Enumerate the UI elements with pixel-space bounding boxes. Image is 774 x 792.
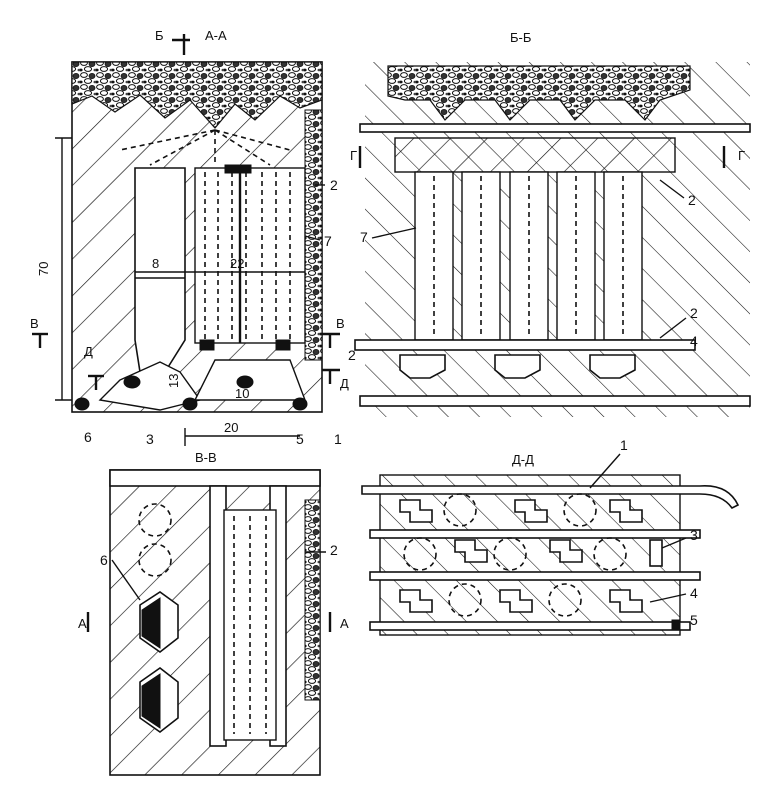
callout-4-dd: 4 (690, 585, 698, 601)
cut-mark-v-right: В (336, 316, 345, 331)
callout-6-aa: 6 (84, 429, 92, 445)
dim-width-22: 22 (185, 256, 305, 273)
top-drift-vv (109, 469, 321, 487)
callout-3-aa: 3 (146, 431, 154, 447)
section-title-bb: Б-Б (510, 30, 531, 45)
callout-2-aa-top: 2 (330, 177, 338, 193)
section-v-v: В-В А А 6 2 (78, 450, 349, 776)
cut-mark-d-left: Д (84, 344, 93, 359)
drift-dd-1 (369, 529, 701, 539)
drift-dd-2 (369, 571, 701, 581)
callout-6-vv: 6 (100, 552, 108, 568)
callout-5-aa: 5 (296, 431, 304, 447)
section-title-aa: A-A (205, 28, 227, 43)
cut-mark-g-right: Г (738, 148, 745, 163)
chamber-aa (134, 167, 186, 373)
drill-holes-vv (233, 516, 267, 734)
draw-points-aa (74, 164, 308, 411)
section-title-vv: В-В (195, 450, 217, 465)
loading-pockets-bb (399, 354, 636, 379)
cut-mark-a-right: А (340, 616, 349, 631)
section-a-a: 70 8 22 20 10 13 A-A Б В В Д Д (30, 28, 356, 447)
lower-drift-bb (354, 339, 696, 351)
cut-mark-a-left: А (78, 616, 87, 631)
dashed-circles-dd (403, 493, 627, 617)
section-b-b: Б-Б Г (350, 30, 751, 417)
cut-mark-v-left: В (30, 316, 39, 331)
callout-7-bb: 7 (360, 229, 368, 245)
callout-4-bb: 4 (690, 333, 698, 349)
haulage-drift-bb (359, 395, 751, 407)
dim-8-label: 8 (152, 256, 159, 271)
callout-1-aa: 1 (334, 431, 342, 447)
callout-7-aa: 7 (324, 233, 332, 249)
dim-22-label: 22 (230, 256, 244, 271)
dim-20-label: 20 (224, 420, 238, 435)
draw-points-dd (399, 499, 643, 613)
cut-mark-b-top: Б (155, 28, 164, 43)
cut-mark-d-right: Д (340, 376, 349, 391)
dashed-circle-vv-1 (138, 503, 172, 537)
callout-2-bb-top: 2 (688, 192, 696, 208)
drill-holes-aa (204, 172, 291, 340)
callout-5-dd: 5 (690, 612, 698, 628)
dim-height-70: 70 (36, 137, 72, 401)
cut-mark-g-left: Г (350, 148, 357, 163)
ore-block-aa (194, 167, 306, 344)
callout-2-aa-bottom: 2 (348, 347, 356, 363)
dashed-circle-vv-2 (138, 543, 172, 577)
broken-ore-layer-aa (71, 61, 323, 129)
callout-1-dd: 1 (620, 437, 628, 453)
section-d-d: Д-Д 1 3 4 (361, 437, 740, 636)
fan-holes-aa (119, 129, 291, 166)
broken-ore-layer-bb (387, 65, 691, 121)
upper-drift-bb (359, 123, 751, 133)
rubble-strip-vv (304, 499, 321, 701)
dim-width-8: 8 (135, 256, 185, 273)
rubble-strip-aa (304, 109, 323, 361)
callout-3-dd: 3 (690, 527, 698, 543)
chute-dd (649, 539, 663, 567)
section-title-dd: Д-Д (512, 452, 534, 467)
callout-2-vv: 2 (330, 542, 338, 558)
dim-10-label: 10 (235, 386, 249, 401)
conveyor-drift-dd (361, 485, 740, 510)
dim-70-label: 70 (36, 262, 51, 276)
upper-pillar-bb (394, 137, 676, 173)
point-5-dd (671, 619, 681, 631)
dim-width-20: 20 (184, 420, 300, 446)
callout-2-bb-bottom: 2 (690, 305, 698, 321)
ore-pillars-bb (414, 171, 643, 341)
drift-dd-3 (369, 621, 691, 631)
dim-13-label: 13 (166, 374, 181, 388)
